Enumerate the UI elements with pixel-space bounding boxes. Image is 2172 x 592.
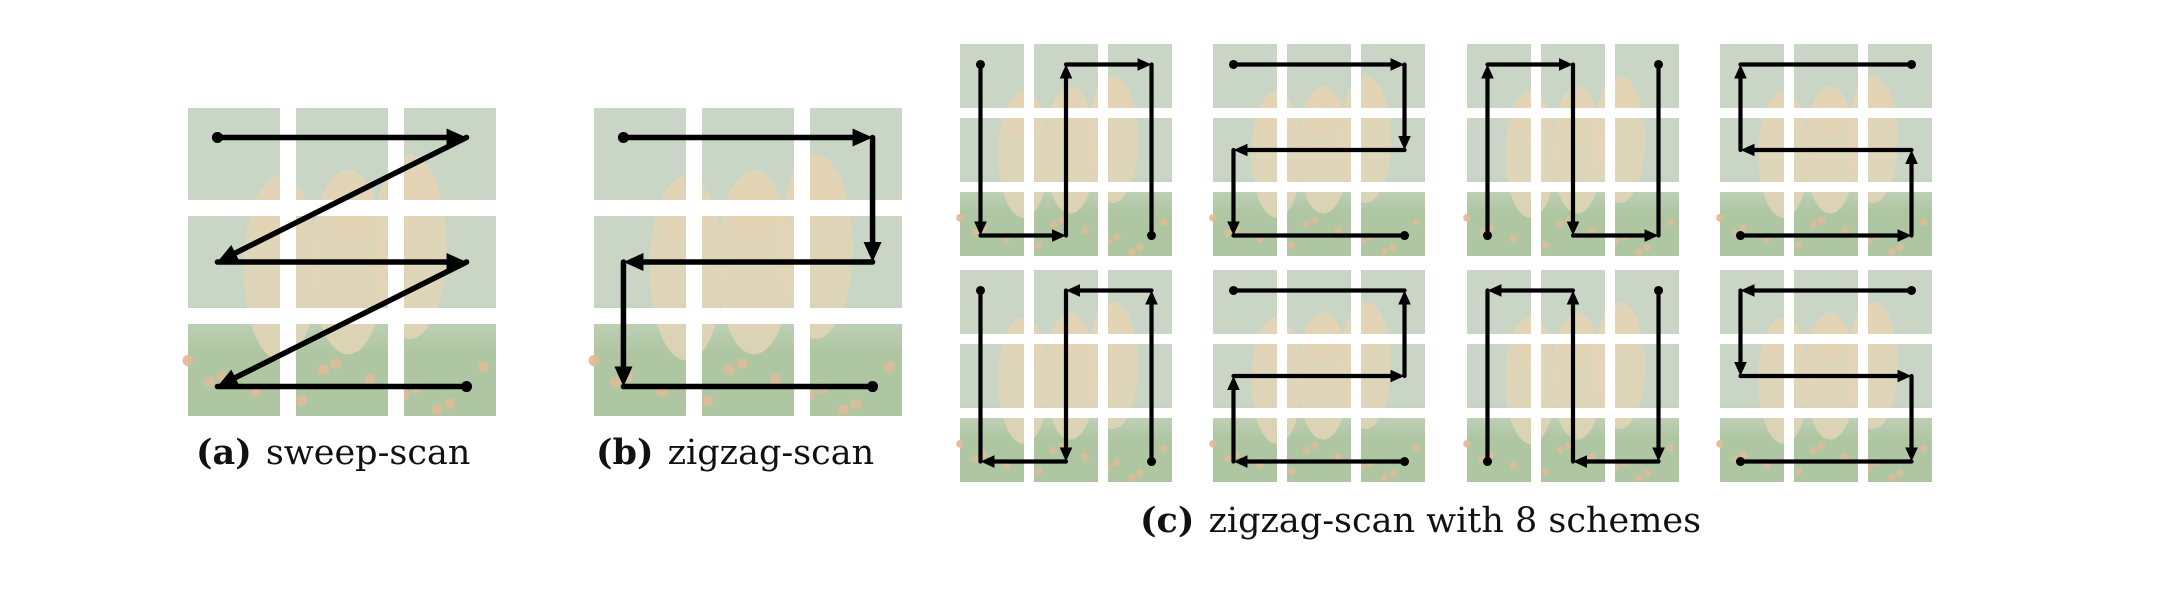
arrow-head [1059, 64, 1073, 79]
arrow-head [1398, 136, 1411, 150]
arrow-head [863, 242, 882, 262]
arrow-head [1481, 64, 1494, 79]
arrow-head [1573, 455, 1587, 468]
scheme-5 [956, 270, 1172, 482]
arrow-head [1566, 221, 1580, 236]
arrow-head [1066, 284, 1080, 297]
patch-grid [1209, 270, 1425, 482]
caption-b-tag: (b) [596, 432, 654, 473]
scan-end-dot [867, 381, 879, 393]
arrow-head [1487, 284, 1502, 297]
arrow-head [1227, 376, 1240, 390]
arrow-head [1390, 58, 1405, 71]
arrow-head [980, 455, 995, 468]
scan-end-dot [975, 285, 985, 295]
caption-a-text: sweep-scan [265, 433, 471, 473]
scan-end-dot [1907, 59, 1917, 69]
scan-segment [230, 259, 470, 382]
caption-a-tag: (a) [196, 432, 252, 473]
scheme-2 [1209, 44, 1425, 256]
arrow-head [1897, 229, 1912, 242]
scheme-8 [1716, 270, 1932, 482]
scan-path [1481, 58, 1664, 242]
scan-path [974, 58, 1157, 242]
scan-end-dot [1147, 231, 1157, 241]
scan-path [975, 284, 1158, 468]
patch-grid [182, 108, 496, 416]
scan-path [1734, 284, 1918, 467]
arrow-head [614, 366, 633, 387]
scan-end-dot [1400, 231, 1410, 241]
arrow-head [1897, 369, 1912, 383]
arrow-head [1145, 290, 1158, 305]
patch-grid [1716, 270, 1932, 482]
arrow-head [1905, 150, 1918, 164]
scan-end-dot [1735, 457, 1745, 467]
patch-grid [1209, 44, 1425, 256]
arrow-head [217, 245, 240, 262]
scheme-1 [956, 44, 1172, 256]
scan-path [1227, 58, 1411, 241]
caption-a: (a) sweep-scan [196, 432, 470, 473]
scan-path [614, 128, 882, 393]
arrow-head [1734, 64, 1747, 79]
arrow-head [1566, 290, 1580, 305]
patch-grid [1463, 270, 1679, 482]
caption-b: (b) zigzag-scan [596, 432, 874, 473]
arrow-head [974, 221, 987, 236]
arrow-head [1059, 447, 1073, 462]
caption-c-text: zigzag-scan with 8 schemes [1208, 501, 1702, 541]
arrow-head [1052, 229, 1066, 242]
arrow-head [1644, 229, 1659, 242]
caption-c-tag: (c) [1140, 500, 1195, 541]
arrow-head [1398, 290, 1411, 305]
scheme-7 [1463, 270, 1679, 482]
scan-path [1734, 59, 1918, 242]
scan-end-dot [1654, 59, 1664, 69]
patch-grid [588, 108, 902, 416]
arrow-head [623, 253, 644, 271]
arrow-head [1227, 221, 1240, 236]
patch-grid [956, 44, 1172, 256]
arrow-head [852, 128, 873, 147]
scheme-3 [1463, 44, 1679, 256]
caption-b-text: zigzag-scan [667, 433, 875, 473]
caption-c: (c) zigzag-scan with 8 schemes [1140, 500, 1701, 541]
arrow-head [1137, 58, 1152, 71]
arrow-head [1233, 455, 1248, 468]
arrow-head [1652, 447, 1665, 462]
scan-path [1227, 285, 1411, 468]
scan-segment [230, 134, 470, 257]
arrow-head [1390, 369, 1405, 383]
scan-end-dot [1228, 285, 1238, 295]
scheme-4 [1716, 44, 1932, 256]
arrow-head [1734, 362, 1747, 376]
arrow-head [1559, 58, 1573, 71]
scheme-6 [1209, 270, 1425, 482]
panel-sweep-scan [182, 108, 496, 416]
scan-end-dot [1482, 457, 1492, 467]
patch-grid [1716, 44, 1932, 256]
scan-path [1482, 284, 1665, 468]
panel-zigzag-scan [588, 108, 902, 416]
arrow-head [1740, 143, 1755, 157]
arrow-head [1905, 447, 1918, 462]
scan-end-dot [461, 381, 473, 393]
patch-grid [956, 270, 1172, 482]
arrow-head [1233, 143, 1248, 157]
patch-grid [1463, 44, 1679, 256]
arrow-head [217, 369, 240, 387]
arrow-head [1740, 284, 1755, 297]
scan-path [211, 128, 473, 393]
